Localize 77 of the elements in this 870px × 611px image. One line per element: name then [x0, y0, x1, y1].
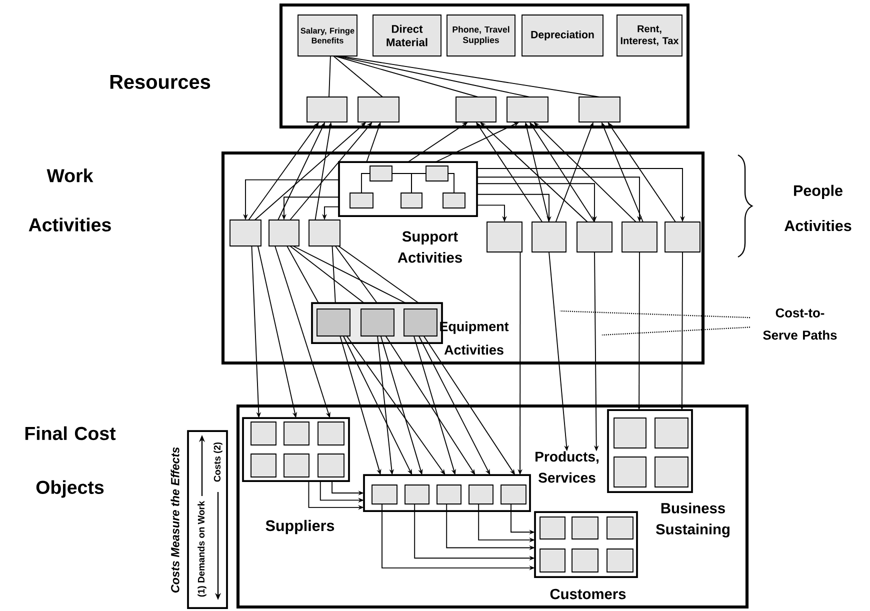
section-heading: Resources: [110, 75, 210, 89]
connector-line: [332, 246, 336, 304]
activity-box: [318, 422, 344, 446]
activity-box: [622, 222, 658, 252]
activity-box: [284, 422, 310, 446]
group-label: Support Activities: [398, 231, 462, 263]
section-heading: Final Cost Objects: [25, 426, 116, 498]
leader-line: [560, 310, 750, 318]
resource-box: Depreciation: [522, 14, 604, 56]
activity-box: [284, 454, 310, 478]
resource-box: Rent, Interest, Tax: [616, 14, 682, 56]
connector-line: [338, 246, 420, 304]
activity-box: [532, 222, 566, 252]
axis-note: Costs (2): [214, 442, 222, 482]
activity-box: [578, 96, 620, 122]
activity-box: [426, 166, 448, 182]
activity-box: [360, 308, 394, 336]
group-label: Products, Services: [536, 451, 598, 483]
connector-line: [448, 173, 454, 194]
activity-box: [664, 222, 700, 252]
activity-box: [268, 220, 300, 246]
connector-line: [411, 173, 426, 194]
activity-box: [614, 418, 646, 448]
activity-box: [572, 548, 598, 572]
connector-line: [332, 56, 384, 98]
activity-box: [404, 484, 430, 504]
connector-line: [292, 246, 406, 304]
activity-box: [456, 96, 496, 122]
activity-box: [606, 548, 634, 572]
activity-box: [654, 418, 688, 448]
connector-line: [328, 56, 331, 98]
connector-line: [334, 56, 478, 98]
activity-box: [358, 96, 400, 122]
group-label: Customers: [550, 588, 626, 600]
activity-box: [442, 192, 466, 208]
connector-line: [334, 246, 378, 304]
activity-box: [506, 96, 548, 122]
activity-box: [572, 516, 598, 540]
section-heading: Work Activities: [28, 168, 111, 232]
path-label: Cost-to-Serve Paths: [763, 308, 837, 340]
activity-box: [316, 308, 350, 336]
activity-box: [250, 422, 276, 446]
activity-box: [576, 222, 612, 252]
connector-line: [338, 56, 600, 98]
activity-box: [372, 484, 398, 504]
group-label: People Activities: [784, 184, 852, 232]
activity-box: [500, 484, 526, 504]
activity-box: [540, 516, 566, 540]
activity-box: [654, 456, 688, 488]
activity-box: [306, 96, 348, 122]
connector-line: [336, 56, 530, 98]
activity-box: [230, 220, 262, 246]
resource-box: Direct Material: [372, 14, 442, 56]
resource-box: Salary, Fringe Benefits: [298, 14, 358, 56]
activity-box: [614, 456, 646, 488]
activity-box: [540, 548, 566, 572]
side-caption: Costs Measure the Effects: [170, 447, 180, 593]
leader-line: [602, 326, 750, 336]
activity-box: [350, 192, 374, 208]
group-label: Business Sustaining: [656, 502, 730, 538]
connector-line: [290, 246, 364, 304]
group-label: Suppliers: [266, 520, 334, 534]
activity-box: [486, 222, 522, 252]
activity-box: [436, 484, 462, 504]
activity-box: [404, 308, 438, 336]
activity-box: [308, 220, 340, 246]
activity-box: [318, 454, 344, 478]
connector-line: [286, 246, 319, 304]
connector-line: [361, 173, 370, 194]
activity-box: [250, 454, 276, 478]
activity-box: [370, 166, 392, 182]
resource-box: Phone, Travel Supplies: [446, 14, 516, 56]
axis-note: (1) Demands on Work: [198, 500, 206, 597]
activity-box: [606, 516, 634, 540]
activity-box: [468, 484, 494, 504]
activity-box: [400, 192, 422, 208]
arrow: [480, 122, 588, 222]
